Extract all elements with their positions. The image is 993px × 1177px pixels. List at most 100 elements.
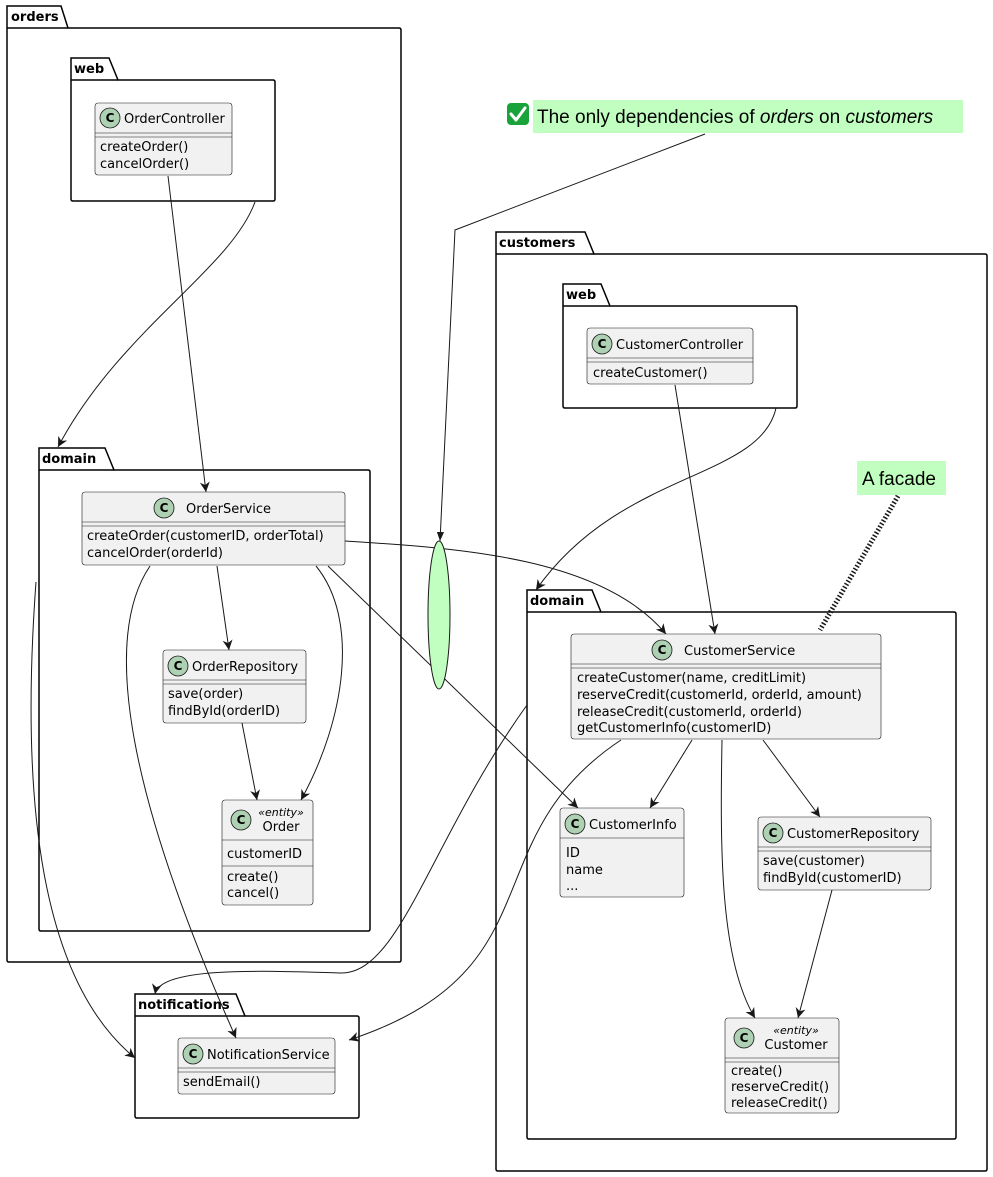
method: reserveCredit(customerId, orderId, amoun… (577, 688, 862, 703)
method: sendEmail() (183, 1075, 260, 1090)
method: cancel() (227, 886, 279, 901)
class-ordercontroller: C OrderController createOrder() cancelOr… (94, 102, 233, 176)
edge-orders-domain-to-notifications (30, 581, 136, 1059)
dependency-interface-ellipse (427, 540, 451, 690)
edge-note-to-dependency-ellipse (436, 133, 706, 542)
package-orders-domain-label: domain (42, 452, 96, 467)
edge-orderrepository-to-order (241, 722, 260, 801)
method: findById(customerID) (763, 871, 902, 886)
class-icon (182, 1043, 204, 1065)
class-name: OrderService (186, 502, 271, 517)
package-orders: orders (6, 5, 402, 963)
check-mark-icon (507, 103, 529, 125)
package-orders-domain: domain (38, 447, 371, 932)
method: reserveCredit() (731, 1080, 829, 1095)
method: createCustomer(name, creditLimit) (577, 671, 806, 686)
class-stereotype: «entity» (773, 1024, 819, 1037)
field: customerID (227, 847, 302, 862)
package-orders-web: web (70, 57, 276, 202)
svg-text:C: C (174, 659, 183, 673)
package-notifications-label: notifications (138, 998, 230, 1013)
package-customers-web: web (562, 283, 798, 409)
field: name (566, 863, 603, 878)
svg-text:C: C (658, 643, 667, 657)
edge-orders-web-to-domain (57, 201, 256, 448)
dependencies-note: The only dependencies of orders on custo… (507, 100, 963, 133)
class-icon (99, 107, 121, 129)
package-customers-domain: domain (526, 589, 957, 1140)
class-icon (733, 1027, 755, 1049)
class-name: OrderController (124, 112, 226, 127)
edge-customers-domain-to-notifications (152, 704, 528, 995)
edge-customers-web-to-domain (535, 407, 777, 591)
class-icon (153, 497, 175, 519)
svg-text:C: C (160, 501, 169, 515)
class-customercontroller: C CustomerController createCustomer() (586, 327, 754, 385)
relationship-edges (30, 133, 901, 1059)
package-customers-domain-label: domain (530, 594, 584, 609)
method: save(order) (168, 687, 243, 702)
class-icon (762, 822, 784, 844)
method: createOrder(customerID, orderTotal) (87, 529, 324, 544)
edge-customerservice-to-notificationservice (348, 739, 622, 1042)
class-customerservice: C CustomerService createCustomer(name, c… (570, 633, 882, 740)
method: releaseCredit(customerId, orderId) (577, 705, 802, 720)
facade-link (817, 494, 901, 632)
edge-customerservice-to-customer (720, 739, 756, 1019)
class-name: CustomerInfo (589, 818, 677, 833)
package-customers-label: customers (499, 236, 576, 251)
dependencies-note-text: The only dependencies of orders on custo… (537, 107, 934, 128)
method: findById(orderID) (168, 704, 280, 719)
svg-text:C: C (740, 1031, 749, 1045)
method: getCustomerInfo(customerID) (577, 721, 771, 736)
class-icon (564, 813, 586, 835)
class-name: Customer (764, 1038, 828, 1053)
method: save(customer) (763, 854, 865, 869)
method: create() (227, 870, 278, 885)
edge-ordercontroller-to-orderservice (167, 175, 210, 493)
field: ID (566, 846, 580, 861)
class-order: C «entity» Order customerID create() can… (221, 799, 314, 906)
edge-customerservice-to-customerinfo (649, 739, 693, 809)
method: releaseCredit() (731, 1096, 828, 1111)
edge-customercontroller-to-customerservice (674, 384, 719, 635)
method: cancelOrder() (100, 157, 189, 172)
class-name: CustomerController (616, 338, 744, 353)
method: create() (731, 1064, 782, 1079)
svg-text:C: C (769, 826, 778, 840)
svg-text:C: C (106, 111, 115, 125)
field: ... (566, 879, 578, 894)
class-stereotype: «entity» (258, 806, 304, 819)
svg-text:C: C (189, 1047, 198, 1061)
edge-orderservice-to-notificationservice (125, 565, 237, 1039)
class-customer: C «entity» Customer create() reserveCred… (724, 1017, 840, 1114)
package-orders-web-label: web (74, 62, 104, 77)
facade-note-text: A facade (862, 469, 936, 490)
svg-text:C: C (571, 817, 580, 831)
class-orderrepository: C OrderRepository save(order) findById(o… (162, 649, 307, 724)
class-icon (591, 333, 613, 355)
class-icon (230, 809, 252, 831)
class-name: Order (263, 820, 301, 835)
edge-orderservice-to-order (300, 565, 343, 801)
method: createCustomer() (593, 366, 708, 381)
package-customers: customers (495, 231, 988, 1172)
class-icon (651, 639, 673, 661)
edge-customerrepository-to-customer (795, 889, 833, 1019)
svg-text:C: C (237, 813, 246, 827)
class-customerrepository: C CustomerRepository save(customer) find… (757, 816, 932, 891)
class-orderservice: C OrderService createOrder(customerID, o… (81, 491, 346, 566)
method: createOrder() (100, 140, 188, 155)
edge-orderservice-to-customerservice (344, 540, 667, 635)
class-name: NotificationService (207, 1048, 330, 1063)
class-notificationservice: C NotificationService sendEmail() (177, 1037, 336, 1095)
class-name: CustomerRepository (787, 827, 920, 842)
edge-customerservice-to-customerrepository (762, 739, 821, 818)
class-name: OrderRepository (192, 660, 298, 675)
class-name: CustomerService (684, 644, 795, 659)
package-orders-label: orders (11, 10, 59, 25)
class-customerinfo: C CustomerInfo ID name ... (559, 807, 685, 898)
class-icon (167, 655, 189, 677)
edge-orderservice-to-customerinfo (327, 565, 579, 809)
